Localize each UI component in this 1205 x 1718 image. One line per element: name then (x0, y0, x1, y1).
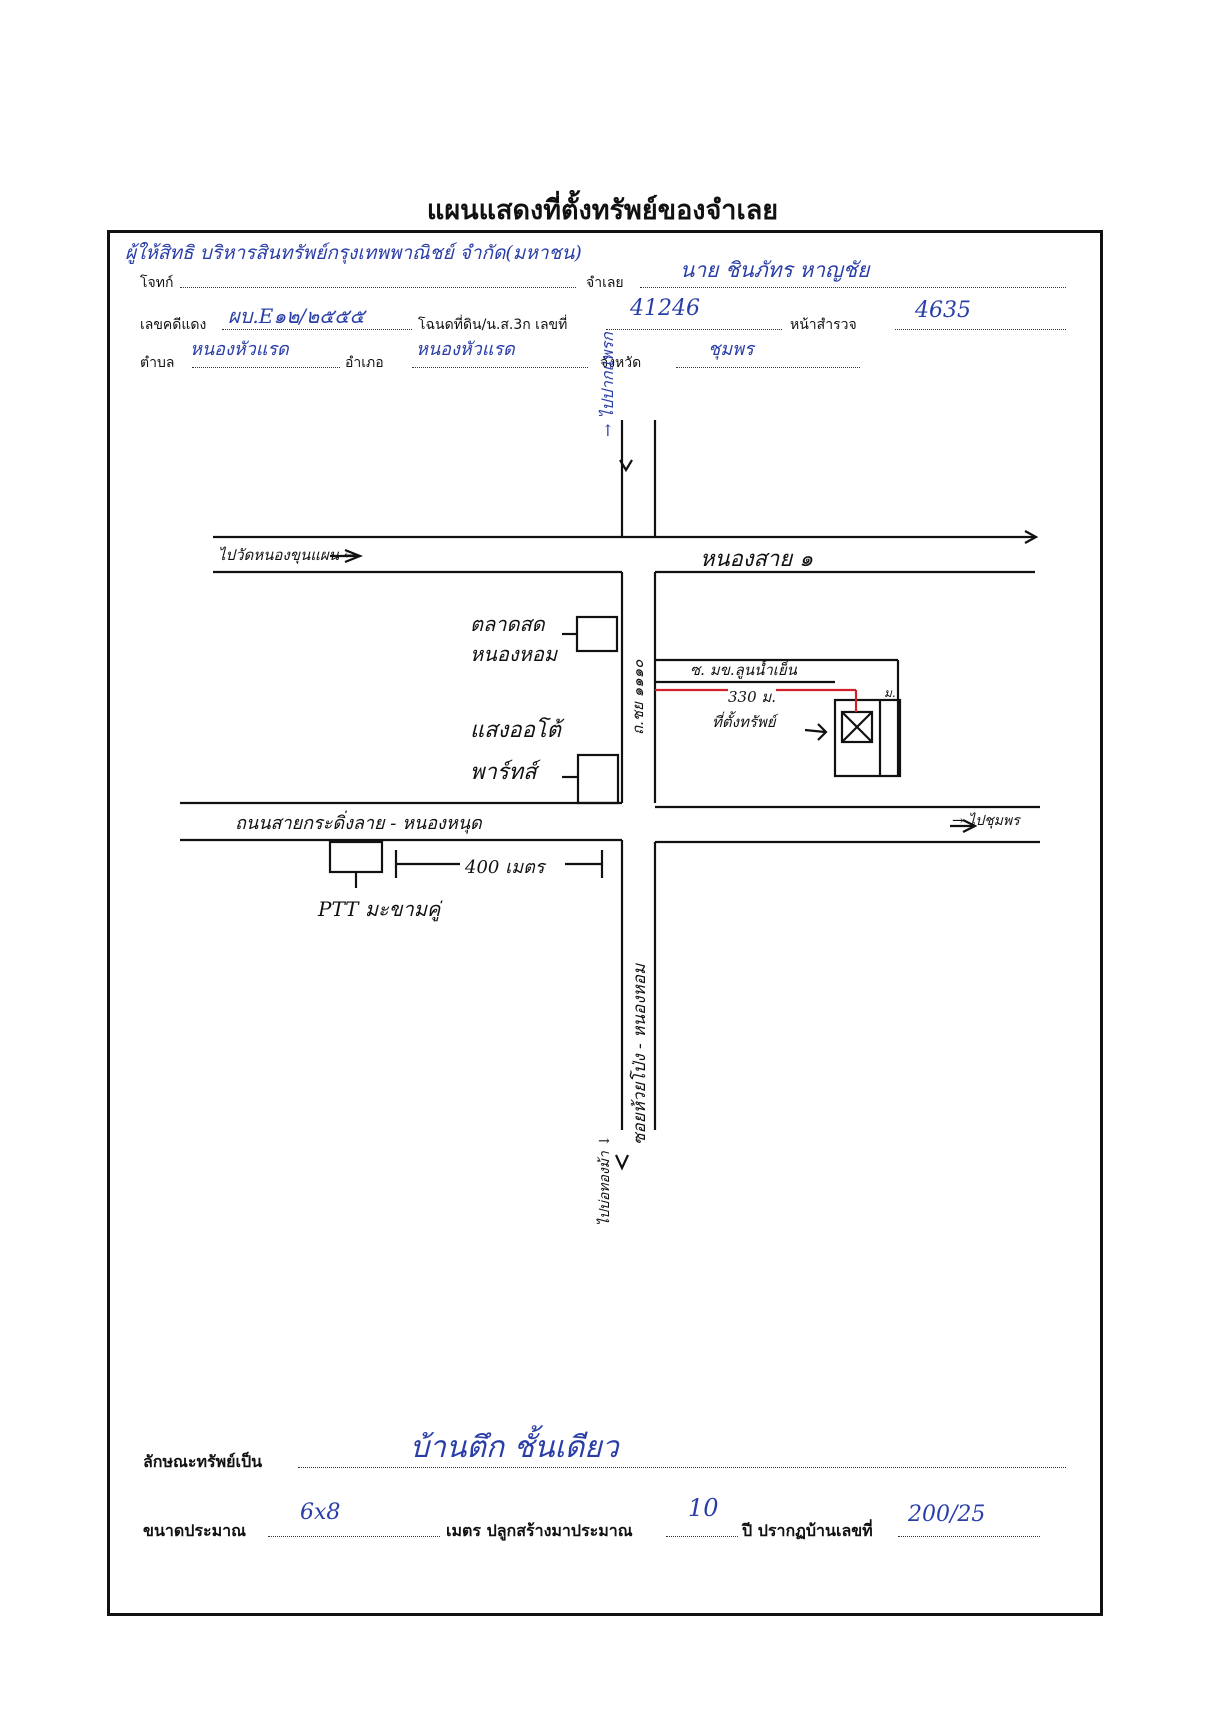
house-no-value: 200/25 (908, 1502, 986, 1527)
house-dots (898, 1536, 1040, 1537)
label-road-south: ซอยห้วยโป่ง - หนองหอม (630, 963, 650, 1145)
defendant-value: นาย ชินภัทร หาญชัย (680, 258, 870, 282)
province-dots (676, 367, 860, 368)
case-label: เลขคดีแดง (140, 317, 207, 333)
label-ptt: PTT มะขามคู่ (318, 897, 441, 921)
plaintiff-value: ผู้ให้สิทธิ บริหารสินทรัพย์กรุงเทพพาณิชย… (125, 242, 582, 264)
nature-value: บ้านตึก ชั้นเดียว (410, 1430, 619, 1465)
page-title: แผนแสดงที่ตั้งทรัพย์ของจำเลย (426, 195, 779, 226)
label-to-right: → ไปชุมพร (952, 813, 1020, 829)
district-dots (412, 367, 588, 368)
subdistrict-value: หนองหัวแรด (190, 339, 289, 360)
auto-parts-building (576, 753, 620, 805)
label-property: ที่ตั้งทรัพย์ (712, 713, 776, 731)
auto-parts-line-2: พาร์ทส์ (470, 760, 537, 785)
market-line-1: ตลาดสด (470, 612, 545, 636)
province-label: จังหวัด (600, 355, 642, 371)
road-upper-arrow (1024, 530, 1039, 544)
case-dots (222, 329, 412, 330)
label-to-left: ไปวัดหนองขุนแผน ← (218, 546, 357, 564)
survey-value: 4635 (915, 298, 971, 323)
deed-value: 41246 (630, 296, 700, 321)
province-value: ชุมพร (708, 339, 754, 360)
label-distance-400: 400 เมตร (465, 857, 545, 878)
arrow-south-road (615, 1154, 629, 1171)
label-side: ม. (884, 686, 896, 700)
defendant-dots (640, 287, 1066, 288)
deed-label: โฉนดที่ดิน/น.ส.3ก เลขที่ (418, 317, 568, 333)
ptt-station (328, 840, 384, 874)
case-value: ผบ.E๑๒/๒๕๕๕ (228, 304, 365, 328)
label-road-main: ถนนสายกระดิ่งลาย - หนองหนุด (235, 813, 482, 834)
district-value: หนองหัวแรด (416, 339, 515, 360)
years-value: 10 (688, 1494, 719, 1522)
years-label: ปี ปรากฏบ้านเลขที่ (742, 1521, 873, 1540)
market-line-2: หนองหอม (470, 642, 558, 666)
size-value: 6x8 (300, 1500, 341, 1525)
label-to-north: → ไปปากแพรก (598, 332, 617, 437)
years-dots (666, 1536, 738, 1537)
size-label: ขนาดประมาณ (143, 1521, 246, 1540)
subdistrict-label: ตำบล (140, 355, 175, 371)
size-dots (268, 1536, 440, 1537)
survey-label: หน้าสำรวจ (790, 317, 857, 333)
plaintiff-label: โจทก์ (140, 275, 174, 291)
property-plot (833, 698, 902, 778)
market-building (575, 615, 619, 653)
defendant-label: จำเลย (586, 275, 624, 291)
label-road-1: หนองสาย ๑ (700, 547, 814, 572)
survey-dots (895, 329, 1066, 330)
subdistrict-dots (192, 367, 340, 368)
plaintiff-dots (180, 287, 576, 288)
nature-label: ลักษณะทรัพย์เป็น (143, 1452, 263, 1471)
nature-dots (298, 1467, 1066, 1468)
arrow-north-road (619, 459, 633, 473)
deed-dots (606, 329, 782, 330)
document-frame (107, 230, 1103, 1616)
label-soi-vertical: ถ.ชย ๑๑๑๐ (629, 659, 647, 735)
label-distance-red: 330 ม. (728, 685, 777, 709)
auto-parts-line-1: แสงออโต้ (470, 718, 561, 743)
district-label: อำเภอ (345, 355, 384, 371)
label-to-south: ไปบ่อทองม้า ↓ (597, 1135, 613, 1226)
meters-label: เมตร ปลูกสร้างมาประมาณ (446, 1521, 633, 1540)
label-soi-name: ซ. มข.ลูนน้ำเย็น (690, 661, 797, 679)
